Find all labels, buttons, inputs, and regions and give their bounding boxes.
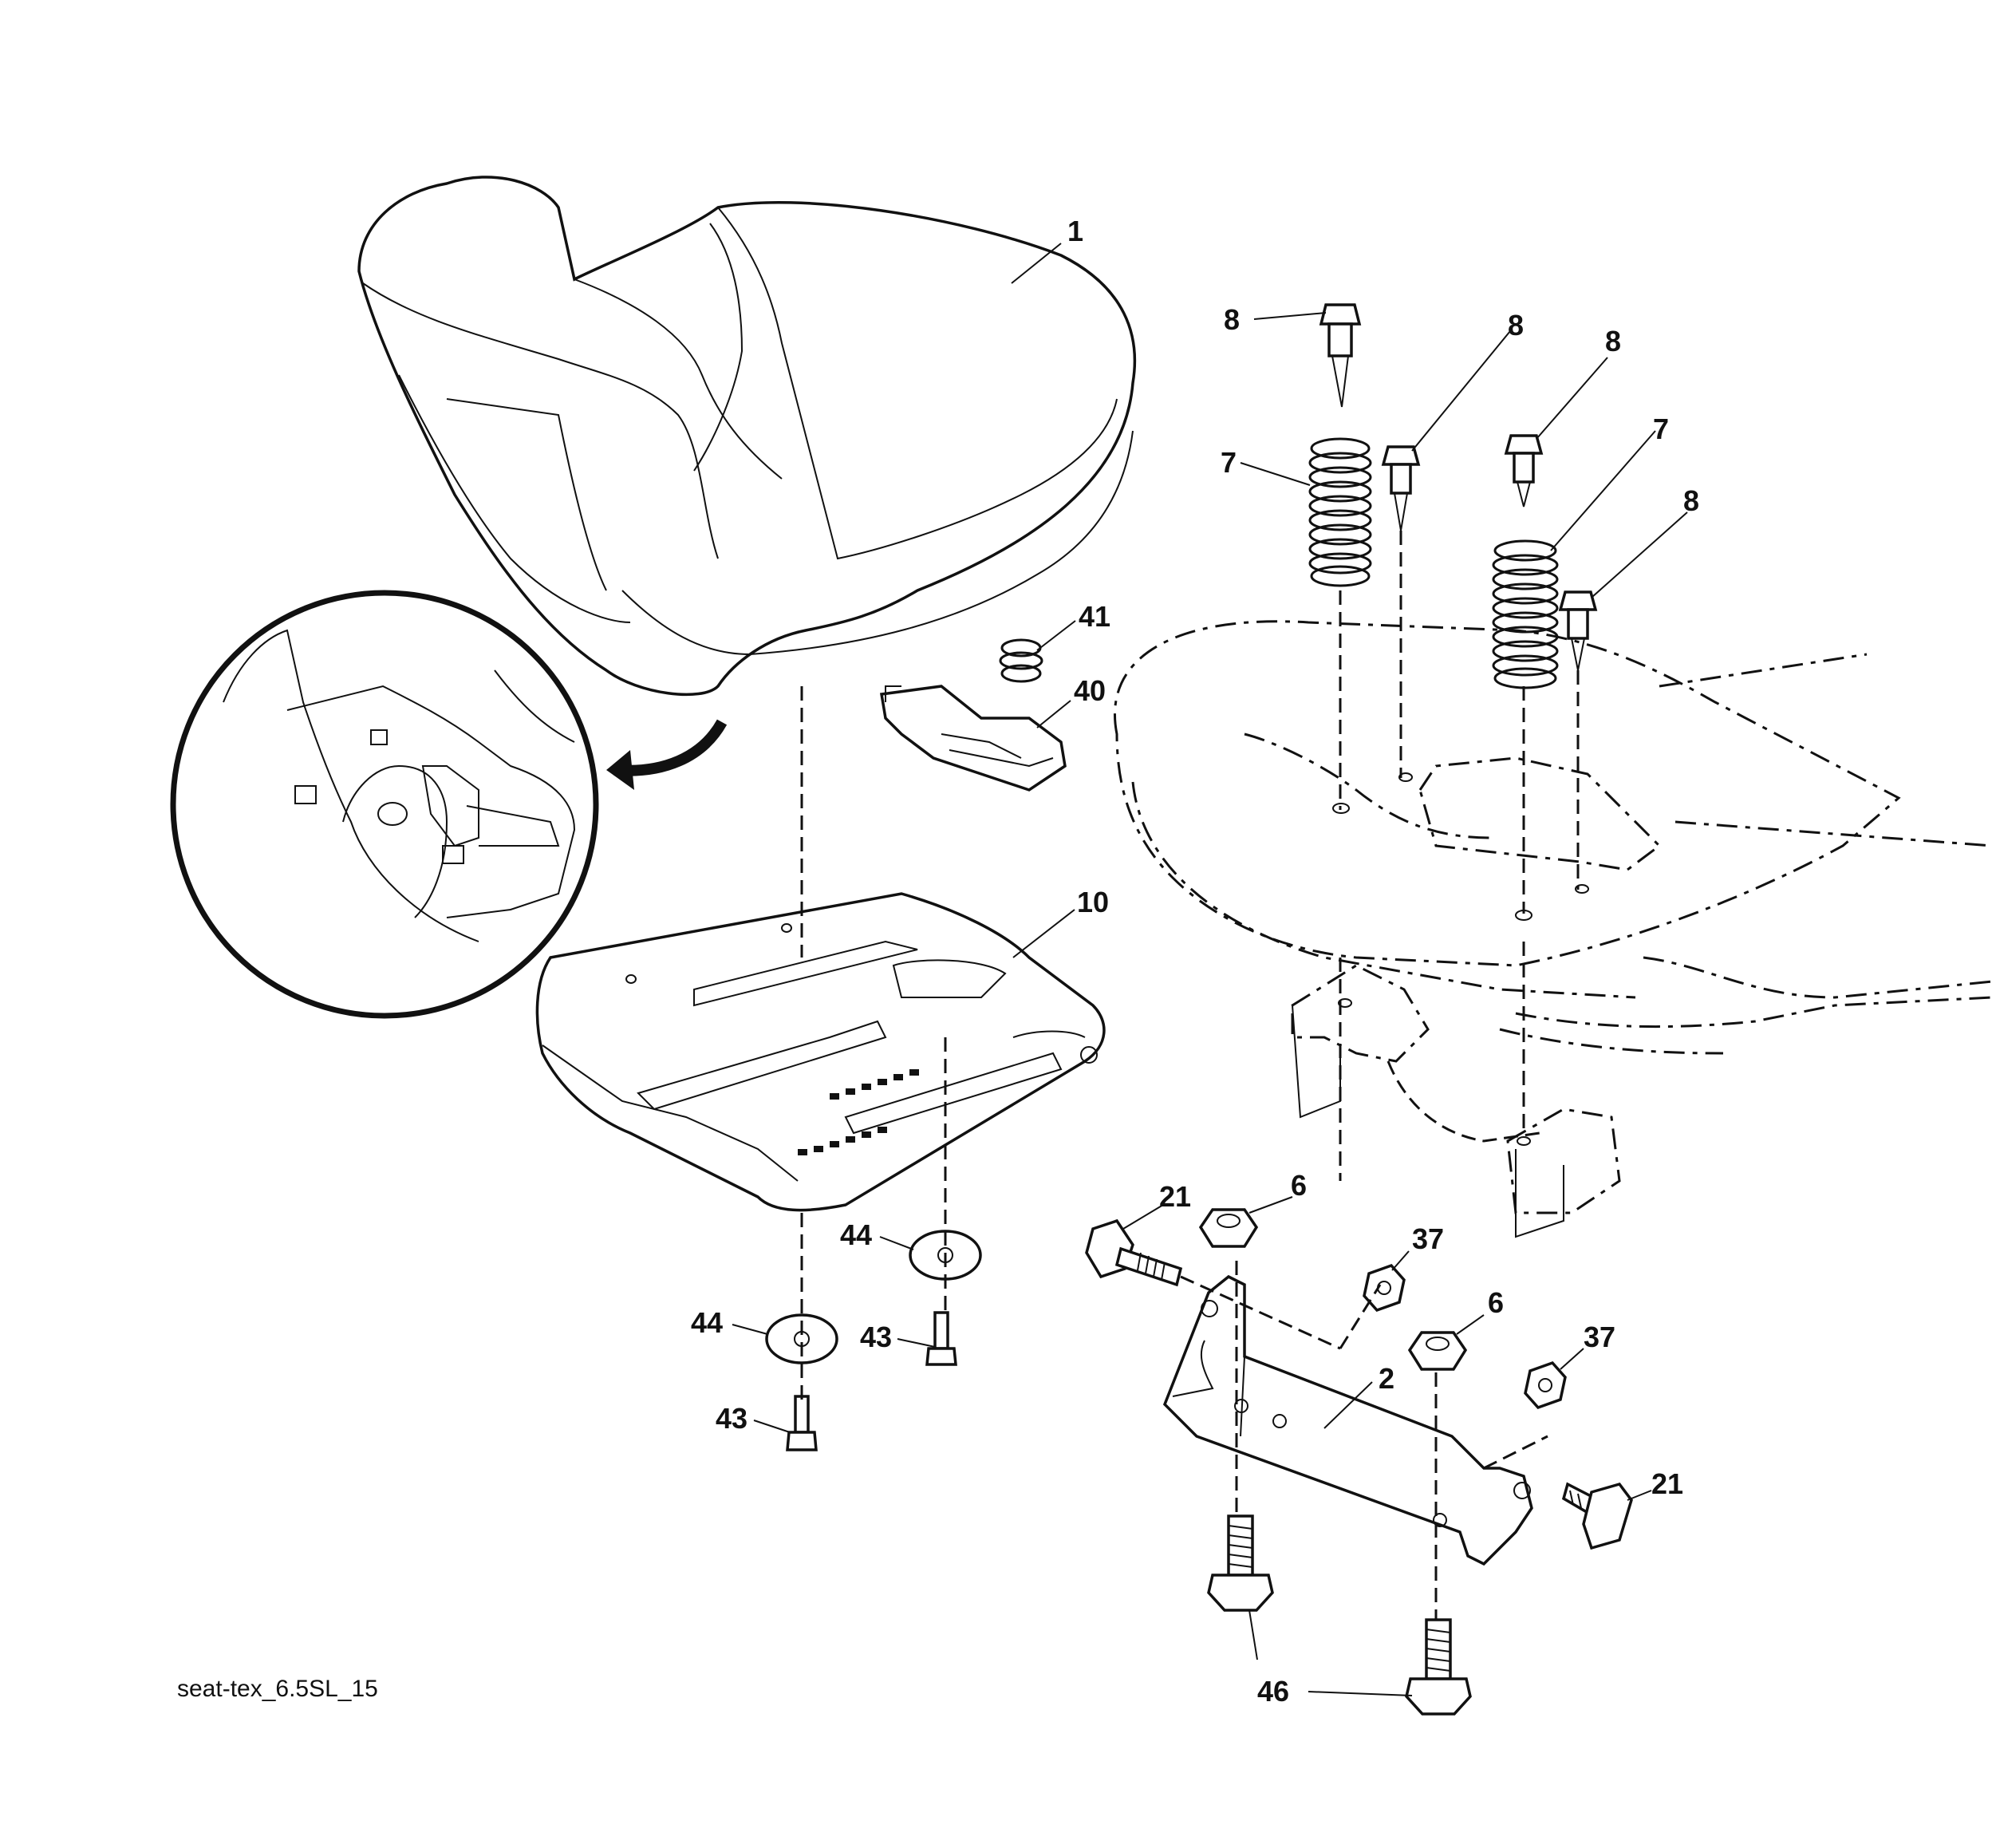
callout-44-a: 44: [840, 1218, 872, 1251]
seat: [357, 176, 1137, 697]
nut-37-upper: [1363, 1263, 1406, 1313]
callout-44-b: 44: [691, 1306, 723, 1339]
callout-40: 40: [1074, 674, 1106, 707]
leader-lines: [732, 243, 1688, 1696]
callout-37-a: 37: [1412, 1222, 1444, 1255]
callout-7-b: 7: [1653, 413, 1669, 445]
callout-21-a: 21: [1159, 1180, 1191, 1213]
callout-37-b: 37: [1584, 1321, 1615, 1353]
callout-21-b: 21: [1651, 1467, 1683, 1500]
callout-2: 2: [1379, 1362, 1394, 1395]
bolt-8-b: [1381, 445, 1421, 531]
nut-6-upper: [1198, 1208, 1259, 1248]
callout-8-b: 8: [1508, 309, 1524, 342]
callout-43-a: 43: [860, 1321, 892, 1353]
compression-spring: [999, 638, 1043, 683]
callout-8-a: 8: [1224, 303, 1240, 336]
bolt-8-c: [1504, 434, 1544, 507]
chassis-frame-outline: [1114, 620, 1992, 1238]
flange-bolt-46-left: [1207, 1514, 1274, 1612]
callout-6-a: 6: [1291, 1169, 1307, 1202]
bolt-8-d: [1558, 590, 1598, 671]
callout-41: 41: [1079, 600, 1110, 633]
callout-8-c: 8: [1605, 325, 1621, 357]
callout-46: 46: [1257, 1675, 1289, 1708]
callout-1: 1: [1067, 215, 1083, 247]
washer-44-lower: [765, 1313, 838, 1364]
seat-pan-adjust-slots: [798, 1069, 919, 1155]
bolt-8-a: [1319, 303, 1362, 408]
nut-37-lower: [1524, 1360, 1567, 1410]
callout-6-b: 6: [1488, 1286, 1504, 1319]
detail-inset-circle: [170, 590, 728, 1019]
callout-8-d: 8: [1683, 484, 1699, 517]
seat-pan: [535, 892, 1106, 1212]
callout-43-b: 43: [716, 1402, 747, 1435]
callout-labels: 1 8 8 8 8 7 7 41 40 10 21 6 37 44 44 43 …: [691, 215, 1699, 1708]
flange-bolt-46-right: [1405, 1618, 1472, 1716]
callout-7-a: 7: [1221, 446, 1237, 479]
shoulder-bolt-21-left: [1085, 1218, 1183, 1287]
nut-6-lower: [1407, 1331, 1468, 1371]
assembly-centerlines: [800, 531, 1580, 1620]
diagram-id-caption: seat-tex_6.5SL_15: [177, 1676, 378, 1702]
callout-10: 10: [1077, 886, 1109, 918]
seat-switch-bracket: [879, 685, 1067, 792]
pivot-bracket: [1162, 1274, 1533, 1566]
bolt-43-right: [925, 1311, 957, 1366]
spring-7-right: [1492, 539, 1559, 689]
bolt-43-left: [786, 1395, 818, 1451]
shoulder-bolt-21-right: [1561, 1482, 1633, 1550]
spring-7-left: [1308, 437, 1372, 587]
